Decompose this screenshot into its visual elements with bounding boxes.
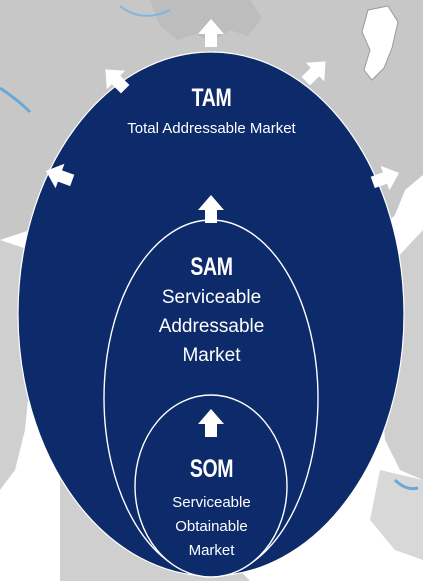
tam-label: Total Addressable Market <box>127 120 296 137</box>
map-water-accent-top <box>119 5 171 17</box>
som-label-line-2: Obtainable <box>175 518 248 535</box>
arrow-up-icon <box>198 19 224 47</box>
som-abbreviation: SOM <box>189 455 234 483</box>
som-ellipse <box>134 394 288 578</box>
som-label-line-1: Serviceable <box>172 494 251 511</box>
arrow-up-icon <box>198 195 224 223</box>
sam-label-line-3: Market <box>182 345 241 366</box>
arrow-up-right-icon <box>301 61 326 86</box>
arrow-up-icon <box>198 409 224 437</box>
tam-abbreviation: TAM <box>191 84 232 112</box>
map-water-accent-left <box>0 86 32 114</box>
sam-abbreviation: SAM <box>190 253 233 281</box>
map-landmass-europe <box>150 0 262 42</box>
map-water-accent-right <box>393 478 419 491</box>
arrow-right-icon <box>370 165 400 191</box>
sam-label-line-1: Serviceable <box>161 287 262 308</box>
arrow-left-icon <box>45 163 75 189</box>
som-label-line-3: Market <box>188 542 235 559</box>
sam-label-line-2: Addressable <box>158 316 265 337</box>
arrow-up-left-icon <box>105 69 130 94</box>
map-caspian-shape <box>361 5 399 81</box>
map-landmass-right-lower <box>370 470 423 560</box>
